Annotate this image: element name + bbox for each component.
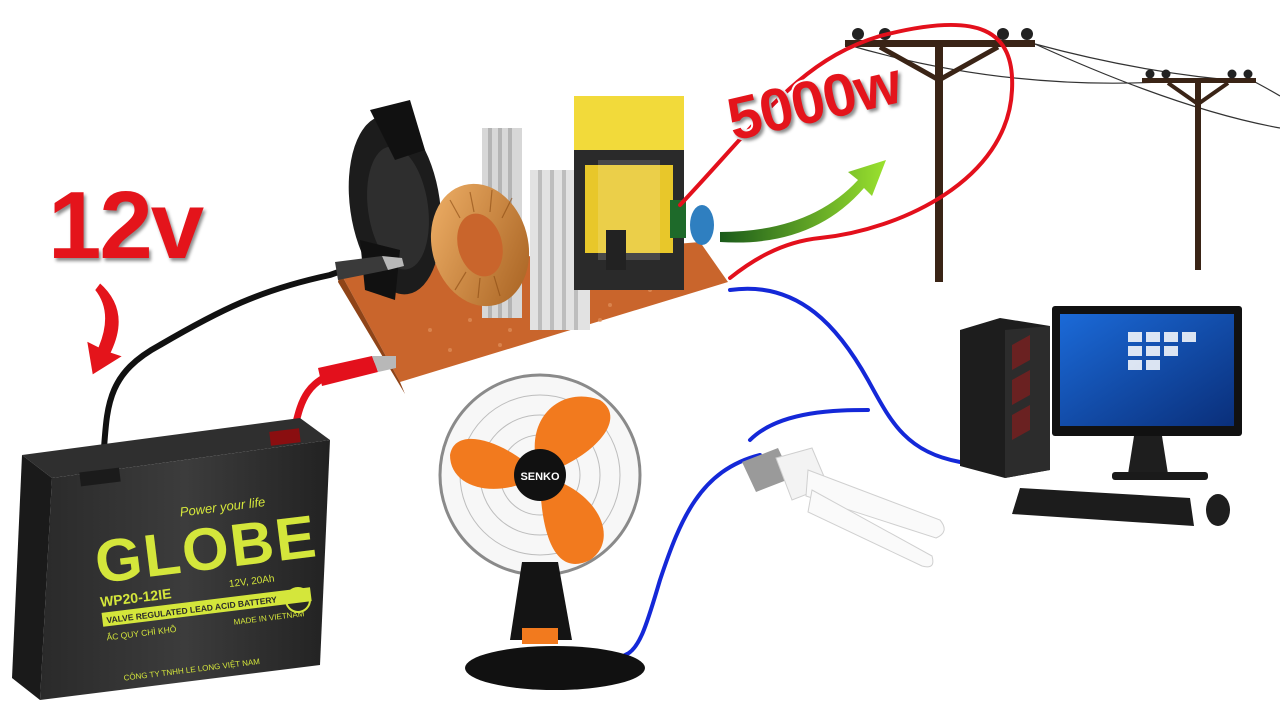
red-output-wire [678, 22, 1015, 280]
keyboard [1012, 488, 1194, 526]
wires [97, 22, 1015, 657]
blue-wire-main [728, 286, 962, 464]
blue-wire-fan [623, 453, 762, 657]
battery: Power your life GLOBE WP20-12IE 12V, 20A… [12, 418, 330, 700]
desktop-computer [960, 306, 1242, 526]
mouse [1206, 494, 1230, 526]
blue-wire-bulb [748, 408, 870, 442]
capacitor [690, 205, 714, 245]
alligator-clips [318, 256, 404, 386]
cfl-bulb [742, 447, 945, 568]
black-wire [97, 265, 353, 491]
power-poles [844, 28, 1280, 282]
input-arrow [84, 280, 127, 378]
table-fan: SENKO [438, 373, 645, 690]
input-voltage-label: 12v [46, 172, 206, 279]
recycle-icon [285, 587, 311, 613]
capacitor [670, 200, 686, 238]
fan-brand: SENKO [520, 471, 560, 483]
cooling-fan [348, 100, 442, 300]
transformer [574, 96, 684, 290]
output-arrow [720, 160, 886, 243]
toroid-coil [430, 183, 530, 307]
inverter-board [338, 96, 728, 394]
